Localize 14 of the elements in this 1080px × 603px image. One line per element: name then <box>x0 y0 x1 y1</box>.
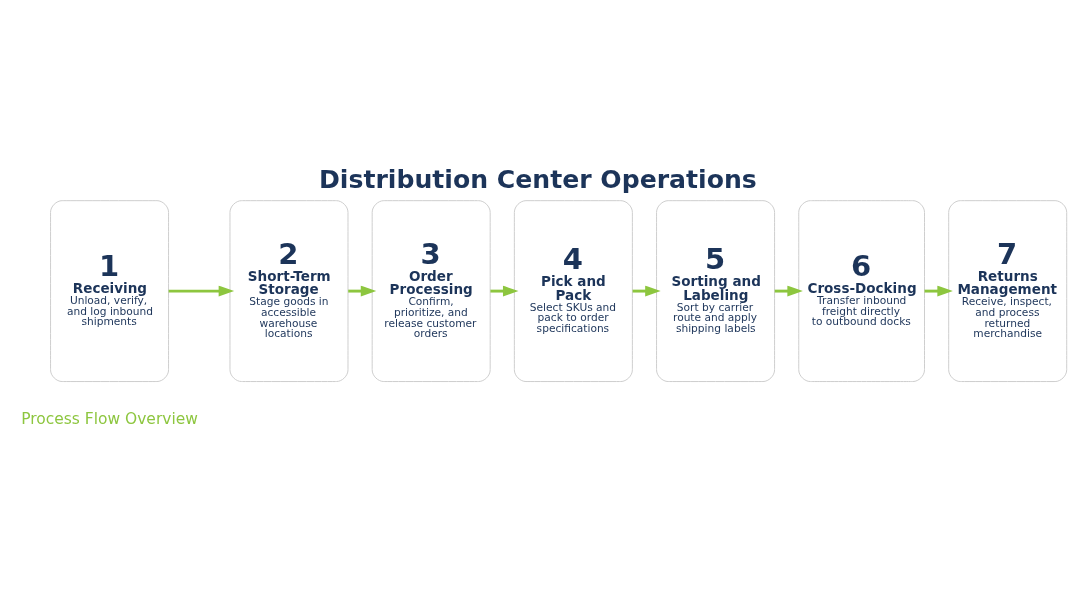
node-box: 5 Sorting and Labeling Sort by carrier route and apply shipping labels <box>656 200 776 383</box>
arrow <box>490 285 519 297</box>
arrow <box>168 285 235 297</box>
diagram-title: Distribution Center Operations <box>318 164 757 194</box>
node-box: 3 Order Processing Confirm, prioritize, and release customer orders <box>371 200 491 383</box>
node-box: 1 Receiving Unload, verify, and log inbound shipments <box>50 200 170 383</box>
arrow <box>632 285 661 297</box>
arrow <box>348 285 377 297</box>
node-box: 4 Pick and Pack Select SKUs and pack to order specifications <box>513 200 633 383</box>
node-box: 6 Cross-Docking Transfer inbound freight directly to outbound docks <box>798 200 925 383</box>
node-box: 7 Returns Management Receive, inspect, and process returned merchandise <box>948 200 1068 383</box>
arrow <box>774 285 803 297</box>
node-box: 2 Short-Term Storage Stage goods in accessible warehouse locations <box>229 200 349 383</box>
label: Process Flow Overview <box>21 410 198 429</box>
